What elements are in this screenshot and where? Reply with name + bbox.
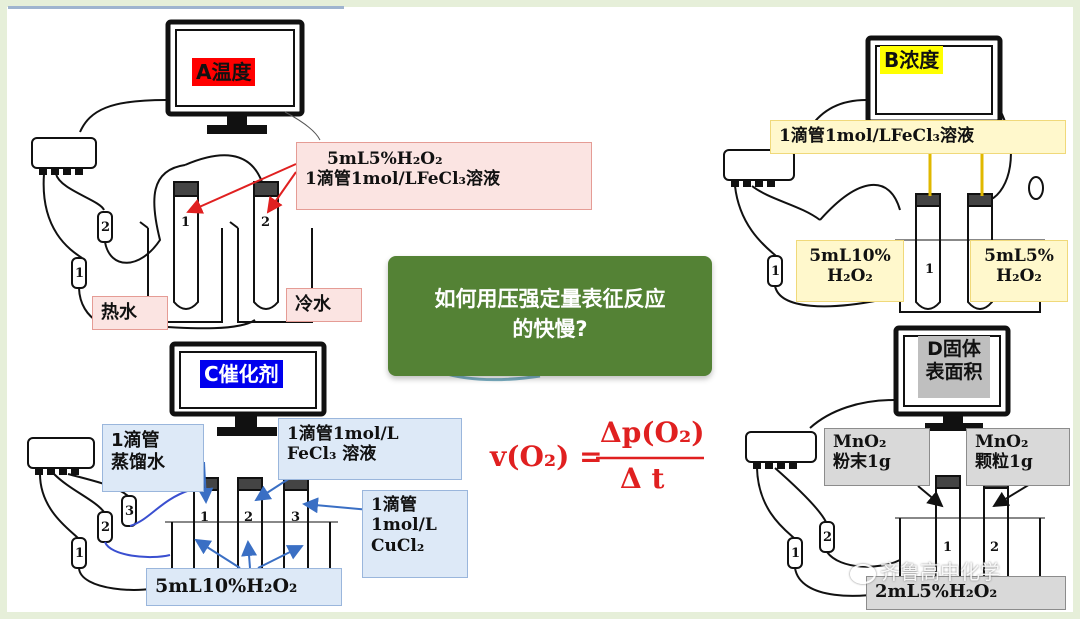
sensor-d-2-number: 2 [823, 530, 833, 545]
panel-b-right-line2: H₂O₂ [996, 266, 1042, 287]
tube-c-3-number: 3 [291, 510, 301, 525]
panel-c-title: C催化剂 [200, 360, 283, 388]
sensor-c-1-number: 1 [75, 546, 85, 561]
panel-b-right-line1: 5mL5% [984, 246, 1054, 266]
central-question-box: 如何用压强定量表征反应 的快慢? [388, 256, 712, 376]
question-line-1: 如何用压强定量表征反应 [434, 287, 666, 311]
mouse-b [1028, 176, 1044, 200]
tube-c-2-number: 2 [244, 510, 254, 525]
watermark: 齐鲁高中化学 [850, 556, 1000, 585]
tube-d-2-number: 2 [990, 540, 1000, 555]
panel-c-fecl3-line2: FeCl₃ 溶液 [287, 444, 377, 465]
sensor-a-1-number: 1 [75, 266, 85, 281]
panel-d-granule-label: MnO₂ 颗粒1g [966, 428, 1070, 486]
panel-c-cucl2-line1: 1滴管 [371, 495, 417, 515]
panel-c-water-line1: 1滴管 [111, 430, 160, 451]
panel-b-top-label: 1滴管1mol/LFeCl₃溶液 [770, 120, 1066, 154]
sensor-hub-c [27, 437, 95, 469]
tube-a-1 [173, 196, 199, 310]
panel-b-right-label: 5mL5% H₂O₂ [970, 240, 1068, 302]
sensor-c-3-number: 3 [125, 504, 135, 519]
top-rule [8, 6, 344, 9]
beaker-a-1 [139, 221, 223, 323]
tube-c-1-number: 1 [200, 510, 210, 525]
panel-d-granule-line1: MnO₂ [975, 432, 1029, 452]
panel-d-title: D固体 表面积 [918, 336, 990, 398]
panel-b-title: B浓度 [880, 46, 944, 74]
panel-c-water-line2: 蒸馏水 [111, 451, 165, 473]
sensor-hub-a [31, 137, 97, 169]
panel-d-granule-line2: 颗粒1g [975, 452, 1033, 473]
panel-c-bottom-label: 5mL10%H₂O₂ [146, 568, 342, 606]
panel-d-powder-label: MnO₂ 粉末1g [824, 428, 930, 486]
panel-c-fecl3-label: 1滴管1mol/L FeCl₃ 溶液 [278, 418, 462, 480]
hot-water-label: 热水 [92, 296, 168, 330]
sensor-hub-b [723, 149, 795, 181]
tube-b-1 [915, 206, 941, 310]
panel-b-left-line2: H₂O₂ [827, 266, 873, 287]
panel-a-reagent-label: 5mL5%H₂O₂ 1滴管1mol/LFeCl₃溶液 [296, 142, 592, 210]
formula-denominator: Δ t [620, 462, 665, 495]
panel-a-apparatus [31, 19, 321, 330]
panel-c-fecl3-line1: 1滴管1mol/L [287, 424, 399, 444]
panel-a-title: A温度 [192, 58, 256, 86]
tube-a-2-number: 2 [261, 215, 271, 230]
wechat-icon [850, 563, 876, 584]
panel-c-cucl2-line2: 1mol/L [371, 515, 437, 536]
panel-d-title-line2: 表面积 [925, 360, 983, 383]
panel-a-reagent-line1: 5mL5%H₂O₂ [327, 149, 443, 169]
watermark-text: 齐鲁高中化学 [880, 560, 1000, 584]
tube-a-2 [253, 196, 279, 310]
tube-b-number: 1 [925, 262, 935, 277]
tube-b-2 [967, 206, 993, 310]
tube-d-1-number: 1 [943, 540, 953, 555]
cold-water-label: 冷水 [286, 288, 362, 322]
panel-b-left-line1: 5mL10% [809, 246, 891, 266]
sensor-a-2-number: 2 [101, 220, 111, 235]
panel-c-cucl2-label: 1滴管 1mol/L CuCl₂ [362, 490, 468, 578]
beaker-a-2 [229, 221, 313, 323]
question-line-2: 的快慢? [512, 317, 588, 342]
sensor-b-number: 1 [771, 264, 781, 279]
panel-d-bottom-label: 2mL5%H₂O₂ [866, 576, 1066, 610]
sensor-c-3 [121, 495, 137, 527]
tube-a-1-number: 1 [181, 215, 191, 230]
panel-d-powder-line2: 粉末1g [833, 452, 891, 473]
sensor-d-1-number: 1 [791, 546, 801, 561]
sensor-hub-d [745, 431, 817, 463]
panel-c-water-label: 1滴管 蒸馏水 [102, 424, 204, 492]
panel-d-powder-line1: MnO₂ [833, 432, 887, 452]
sensor-c-2-number: 2 [101, 520, 111, 535]
panel-c-cucl2-line3: CuCl₂ [371, 535, 425, 556]
panel-a-reagent-line2: 1滴管1mol/LFeCl₃溶液 [305, 169, 500, 190]
panel-b-left-label: 5mL10% H₂O₂ [796, 240, 904, 302]
panel-d-title-line1: D固体 [927, 338, 981, 360]
formula-lhs: v(O₂) = [490, 440, 603, 473]
formula-numerator: Δp(O₂) [600, 416, 705, 449]
